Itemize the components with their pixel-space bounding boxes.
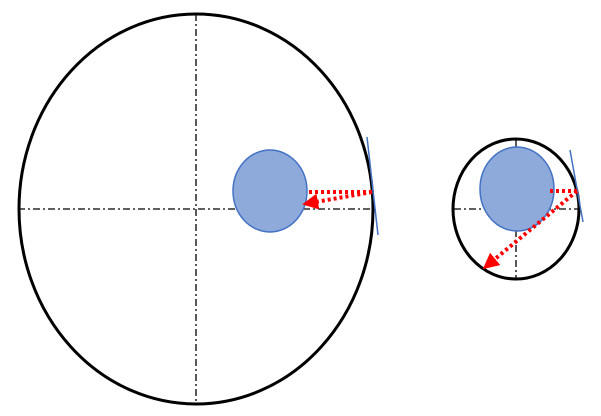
large-blue-spot bbox=[232, 149, 308, 233]
large-circle-diagram bbox=[17, 12, 379, 406]
small-reflected-ray-arrow bbox=[482, 189, 579, 270]
small-tangent-line bbox=[569, 149, 584, 223]
large-tangent-line bbox=[366, 136, 379, 236]
small-circle-diagram bbox=[451, 137, 584, 281]
large-reflected-ray-arrow bbox=[302, 190, 373, 210]
small-blue-spot bbox=[479, 146, 555, 232]
